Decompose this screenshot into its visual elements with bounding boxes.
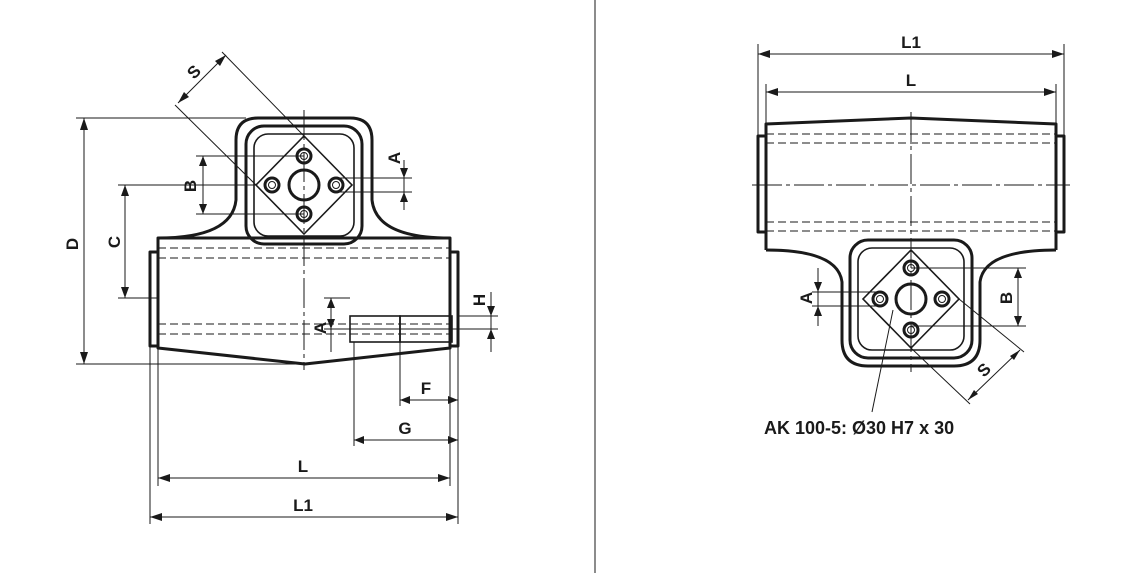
- left-bolt-hole-right: [327, 176, 345, 194]
- part-caption: AK 100-5: Ø30 H7 x 30: [764, 418, 954, 438]
- dim-label-B-right: B: [997, 292, 1016, 304]
- dim-label-D: D: [63, 238, 82, 250]
- dim-label-A-side: A: [311, 322, 330, 334]
- dim-label-L-right: L: [906, 71, 916, 90]
- dim-label-A-top: A: [385, 152, 404, 164]
- left-endcap-left: [148, 250, 160, 348]
- dim-label-A-right: A: [797, 292, 816, 304]
- left-flange-diamond: [254, 134, 354, 236]
- left-endcap-right: [448, 250, 460, 348]
- caption-leader: [871, 309, 894, 413]
- dim-label-C: C: [105, 236, 124, 248]
- dim-label-H: H: [470, 294, 489, 306]
- left-bolt-hole-left: [263, 176, 281, 194]
- dim-label-L1-left: L1: [293, 496, 313, 515]
- left-flange-outer: [244, 124, 364, 246]
- dim-label-G: G: [398, 419, 411, 438]
- dim-label-L-left: L: [298, 457, 308, 476]
- right-view: L1 L A B S AK 100-5: Ø30 H7 x 30: [752, 33, 1070, 438]
- dim-label-B: B: [181, 180, 200, 192]
- dim-label-L1-right: L1: [901, 33, 921, 52]
- left-view: D C B A S A: [63, 51, 498, 524]
- dim-label-F: F: [421, 379, 431, 398]
